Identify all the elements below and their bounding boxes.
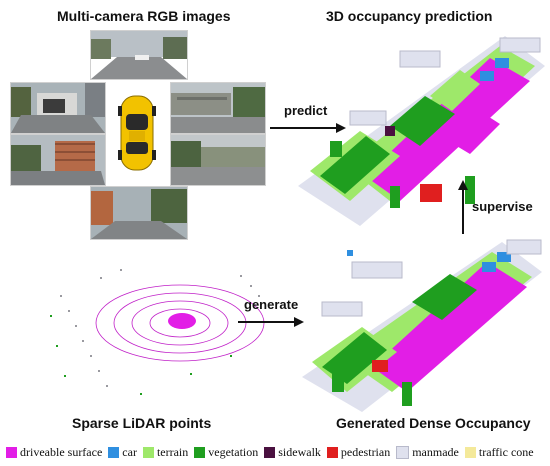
camera-image-back-right (170, 134, 266, 186)
prediction-section-title: 3D occupancy prediction (326, 8, 493, 24)
legend-swatch (6, 446, 17, 458)
predict-arrow (270, 123, 346, 133)
legend-label: car (122, 444, 137, 459)
legend-swatch (108, 446, 120, 458)
dense-occupancy-scene (302, 239, 542, 412)
generate-label: generate (244, 297, 299, 312)
legend-swatch (264, 446, 276, 458)
legend-item: car (108, 445, 137, 460)
camera-image-back-left (10, 134, 106, 186)
legend-item: driveable surface (6, 445, 102, 460)
legend-item: terrain (142, 444, 189, 460)
camera-image-front-left (10, 82, 106, 134)
legend-label: pedestrian (340, 444, 391, 459)
legend-item: traffic cone (464, 444, 534, 460)
lidar-section-title: Sparse LiDAR points (72, 415, 212, 431)
legend-swatch (464, 446, 476, 458)
camera-image-front-right (170, 82, 266, 134)
supervise-arrow (458, 180, 468, 234)
predict-label: predict (284, 103, 328, 118)
ego-car-icon (118, 95, 156, 171)
camera-image-back (90, 186, 188, 240)
legend-item: vegetation (194, 445, 258, 460)
legend-label: driveable surface (20, 444, 103, 459)
legend-swatch (396, 445, 410, 459)
camera-image-front (90, 30, 188, 80)
legend-label: terrain (156, 444, 189, 459)
supervise-label: supervise (472, 199, 533, 214)
generate-arrow (238, 317, 304, 327)
occupancy-prediction-scene (298, 36, 545, 226)
legend-label: manmade (412, 444, 459, 459)
legend-label: sidewalk (278, 444, 321, 459)
legend-label: traffic cone (478, 444, 534, 459)
legend-item: manmade (396, 445, 459, 460)
legend-item: pedestrian (326, 444, 391, 460)
legend-swatch (194, 446, 206, 458)
legend-swatch (326, 446, 338, 458)
camera-section-title: Multi-camera RGB images (57, 8, 231, 24)
lidar-point-cloud (50, 269, 265, 395)
legend-swatch (142, 446, 154, 458)
legend: driveable surface car terrain vegetation sid… (6, 442, 546, 462)
legend-label: vegetation (208, 444, 259, 459)
legend-item: sidewalk (264, 445, 321, 460)
dense-section-title: Generated Dense Occupancy (336, 415, 531, 431)
